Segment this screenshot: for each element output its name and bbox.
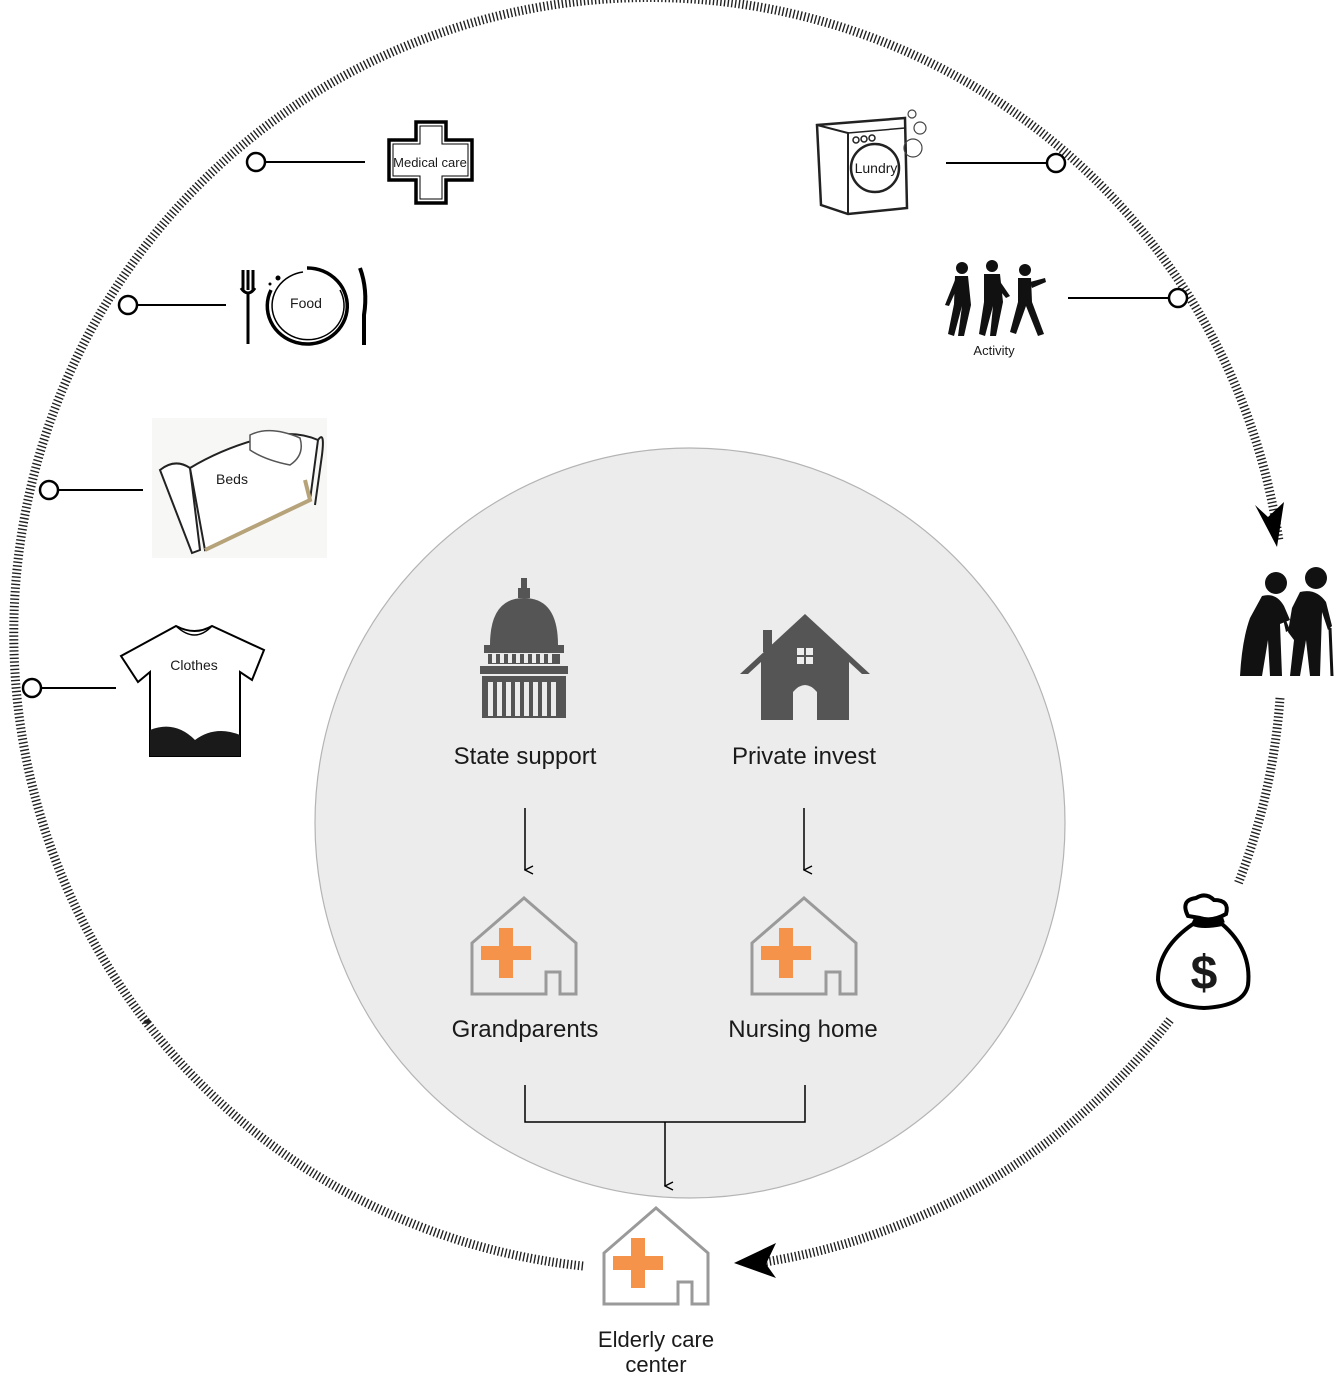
beds-label: Beds (216, 471, 248, 487)
house-icon (740, 614, 870, 720)
state-support-label: State support (454, 743, 597, 770)
walking-people-icon (945, 260, 1046, 336)
connector-laundry (946, 152, 1067, 174)
outer-arc-right (1233, 697, 1285, 886)
laundry-label: Lundry (855, 160, 898, 176)
outer-arc-left (9, 0, 1284, 1271)
clothes-label: Clothes (170, 657, 217, 673)
activity-label: Activity (973, 343, 1015, 358)
washing-machine-icon (815, 109, 927, 216)
connector-medical (245, 151, 365, 173)
nursing-home-label: Nursing home (728, 1016, 877, 1043)
connector-activity (1068, 287, 1189, 309)
tshirt-icon (119, 624, 266, 757)
connector-clothes (21, 677, 116, 699)
private-invest-label: Private invest (732, 743, 876, 770)
connector-beds (38, 479, 143, 501)
elderly-care-label-line1: Elderly care (598, 1327, 714, 1352)
arrowhead-to-center (734, 1243, 776, 1278)
connector-food (117, 294, 226, 316)
grandparents-label: Grandparents (452, 1016, 599, 1043)
elderly-couple-icon (1240, 567, 1334, 677)
bed-icon (152, 418, 327, 558)
dollar-sign: $ (1191, 947, 1218, 1000)
medical-care-label: Medical care (393, 155, 467, 170)
elderly-care-label-line2: center (625, 1352, 686, 1377)
elderly-care-center-icon (602, 1206, 710, 1306)
money-bag-icon (1155, 893, 1251, 1011)
food-label: Food (290, 295, 322, 311)
arrowhead-to-elderly (1255, 502, 1284, 547)
plate-cutlery-icon (239, 266, 368, 346)
outer-arc-lower (764, 1017, 1174, 1267)
center-circle (314, 447, 1066, 1199)
capitol-columns (488, 654, 556, 716)
medical-cross-icon (387, 120, 474, 205)
